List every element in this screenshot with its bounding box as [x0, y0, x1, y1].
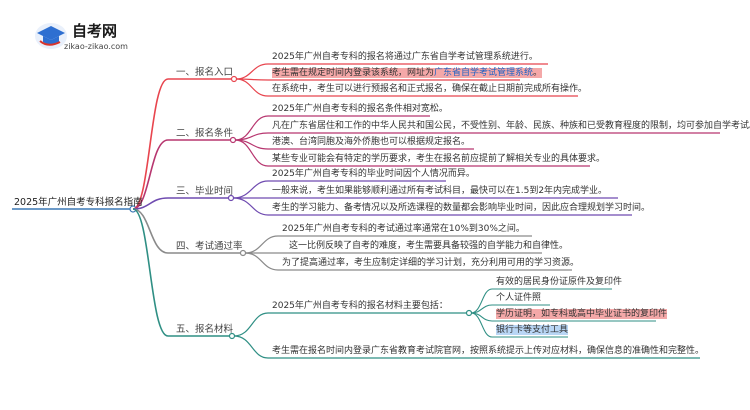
branch-label-materials: 五、报名材料 [176, 324, 234, 335]
graduation-cap-icon [35, 23, 67, 49]
logo-subtitle: zikao-zikao.com [64, 42, 128, 51]
branch-3-curve [132, 197, 230, 210]
material-diploma: 学历证明，如专科或高中毕业证书的复印件 [496, 309, 668, 319]
branch-label-graduation: 三、毕业时间 [176, 186, 234, 197]
branch-4-item-1: 2025年广州自考专科的考试通过率通常在10%到30%之间。 [282, 224, 525, 234]
branch-label-entry: 一、报名入口 [176, 67, 234, 78]
branch-4-item-3: 为了提高通过率，考生应制定详细的学习计划，充分利用可用的学习资源。 [282, 258, 580, 268]
branch-1-item-3: 在系统中，考生可以进行预报名和正式报名，确保在截止日期前完成所有操作。 [272, 84, 588, 94]
entry-text-before: 考生需在规定时间内登录该系统，网址为 [272, 68, 435, 78]
material-payment: 银行卡等支付工具 [496, 325, 569, 335]
branch-3-item-3: 考生的学习能力、备考情况以及所选课程的数量都会影响毕业时间，因此应合理规划学习时… [272, 203, 651, 213]
branch-2-item-3: 港澳、台湾同胞及海外侨胞也可以根据规定报名。 [272, 137, 471, 147]
entry-text-after: 。 [533, 68, 543, 78]
branch-2-item-2: 凡在广东省居住和工作的中华人民共和国公民，不受性别、年龄、民族、种族和已受教育程… [272, 121, 750, 131]
branch-1-item-1: 2025年广州自考专科的报名将通过广东省自学考试管理系统进行。 [272, 52, 538, 62]
branch-1-item-2: 考生需在规定时间内登录该系统，网址为广东省自学考试管理系统。 [272, 68, 543, 79]
branch-label-pass-rate: 四、考试通过率 [176, 241, 243, 252]
branch-3-item-2: 一般来说，考生如果能够顺利通过所有考试科目，最快可以在1.5到2年内完成学业。 [272, 186, 608, 196]
branch-3-item-1: 2025年广州自考专科的毕业时间因个人情况而异。 [272, 169, 475, 179]
branch-2-curve [132, 139, 232, 210]
logo-title: 自考网 [72, 22, 118, 40]
registration-system-link[interactable]: 广东省自学考试管理系统 [434, 68, 534, 78]
branch-2-item-4: 某些专业可能会有特定的学历要求，考生在报名前应提前了解相关专业的具体要求。 [272, 154, 606, 164]
branch-2-item-1: 2025年广州自考专科的报名条件相对宽松。 [272, 104, 448, 114]
branch-5-curve [132, 208, 231, 337]
branch-5-item-1: 2025年广州自考专科的报名材料主要包括： [272, 301, 448, 311]
branch-4-curve [132, 208, 242, 254]
branch-5-item-2: 考生需在报名时间内登录广东省教育考试院官网，按照系统提示上传对应材料，确保信息的… [272, 346, 705, 356]
branch-1-curve [132, 78, 233, 210]
branch-label-conditions: 二、报名条件 [176, 128, 234, 139]
site-logo[interactable]: 自考网 zikao-zikao.com [34, 18, 154, 58]
root-topic: 2025年广州自考专科报名指南 [14, 197, 143, 208]
material-id-card: 有效的居民身份证原件及复印件 [496, 277, 623, 287]
branch-4-item-2: 这一比例反映了自考的难度，考生需要具备较强的自学能力和自律性。 [289, 241, 569, 251]
material-photo: 个人证件照 [496, 293, 542, 303]
